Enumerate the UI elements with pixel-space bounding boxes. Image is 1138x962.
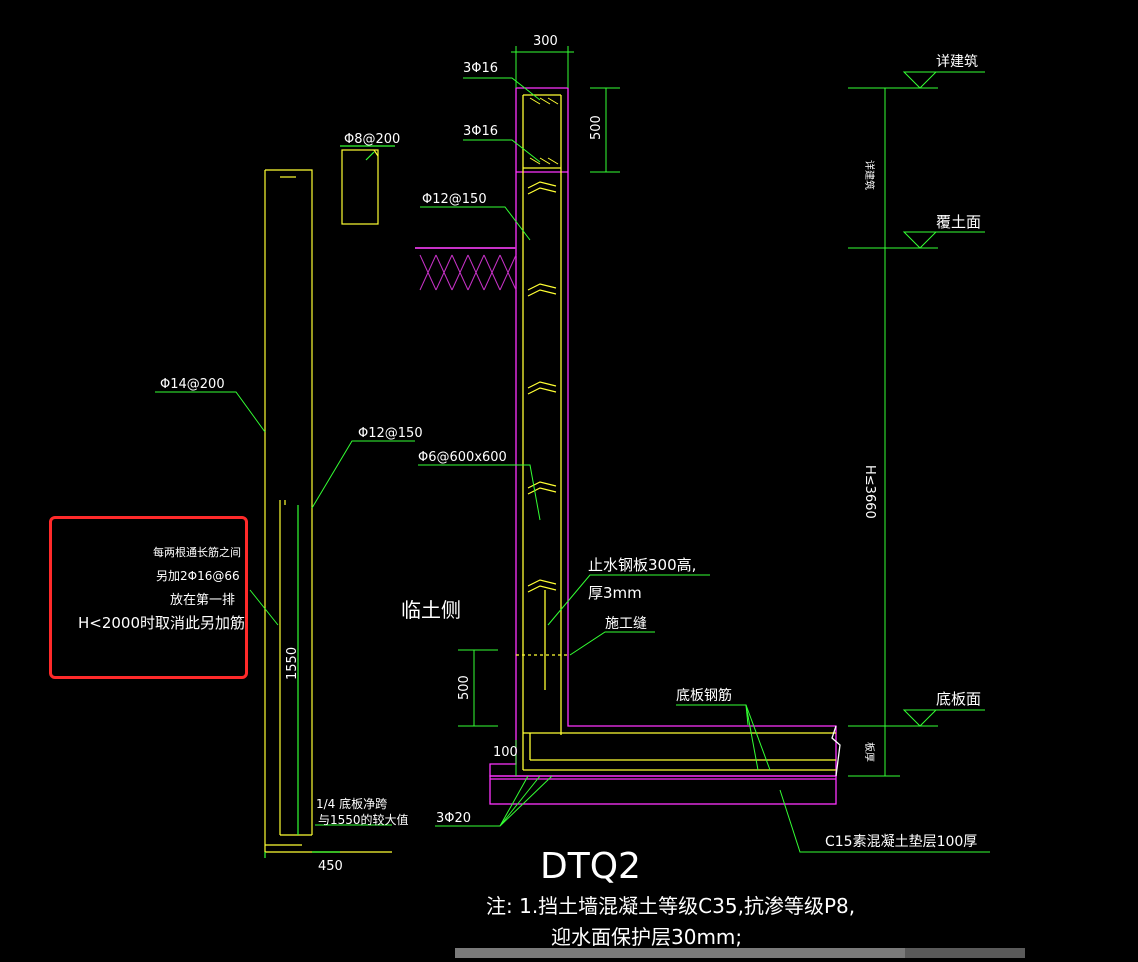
dim-450-label: 450 [318, 859, 343, 874]
note-quarter-2: 与1550的较大值 [318, 812, 409, 827]
note-line-4: H<2000时取消此另加筋 [78, 614, 245, 632]
bottom-scrollbar[interactable] [455, 948, 905, 958]
c15-cushion-layer [489, 775, 837, 805]
bar-3phi16-top-label: 3Φ16 [463, 61, 498, 76]
stirrup-detail [340, 145, 395, 225]
main-dimensions [458, 46, 938, 777]
soil-side-label: 临土侧 [401, 598, 461, 622]
note-line-1: 每两根通长筋之间 [153, 545, 241, 559]
rebar-detail-group [264, 169, 392, 858]
note-quarter-1: 1/4 底板净跨 [316, 796, 387, 811]
elev-slab-label: 底板面 [936, 690, 981, 708]
waterstop-label-2: 厚3mm [588, 584, 642, 602]
note-line-3: 放在第一排 [170, 593, 235, 608]
dim-100-label: 100 [493, 745, 518, 760]
elev-arch-vertical-label: 详建筑 [863, 160, 876, 190]
drawing-title: DTQ2 [540, 846, 641, 887]
elev-slab-vertical-label: 板厚 [863, 742, 876, 762]
dim-1550-label: 1550 [285, 647, 300, 680]
phi8-200-label: Φ8@200 [344, 132, 400, 147]
cushion-label: C15素混凝土垫层100厚 [825, 834, 977, 850]
construction-joint-label: 施工缝 [605, 616, 647, 632]
note-line-2: 另加2Φ16@66 [156, 569, 240, 583]
elev-arch-label: 详建筑 [936, 54, 978, 70]
bar-3phi20-label: 3Φ20 [436, 811, 471, 826]
elev-h-label: H≤3660 [862, 465, 877, 519]
left-leaders [155, 391, 415, 826]
main-leaders [418, 77, 990, 853]
wall-concrete-outline [489, 87, 837, 777]
elevation-markers [902, 71, 985, 727]
top-rebar-marks [529, 97, 559, 165]
rebar-detail-top-hook [265, 169, 313, 178]
wall-section [489, 87, 841, 805]
soil-hatch [415, 247, 517, 291]
phi14-200-label: Φ14@200 [160, 377, 225, 392]
phi6-600x600-label: Φ6@600x600 [418, 450, 507, 465]
dim-500-bottom-label: 500 [457, 675, 472, 700]
dim-300-label: 300 [533, 34, 558, 49]
annotation-text: 300 3Φ16 3Φ16 500 Φ8@200 Φ12@150 Φ14@200… [78, 34, 981, 949]
bottom-scrollbar-right[interactable] [905, 948, 1025, 958]
bottom-rebar-label: 底板钢筋 [676, 687, 732, 704]
waterstop-label-1: 止水钢板300高, [588, 556, 696, 574]
wall-ties [527, 181, 557, 593]
phi12-150-wall-label: Φ12@150 [422, 192, 487, 207]
spec-note-2: 迎水面保护层30mm; [551, 925, 742, 949]
spec-note-1: 注: 1.挡土墙混凝土等级C35,抗渗等级P8, [486, 894, 855, 918]
phi12-150-detail-label: Φ12@150 [358, 426, 423, 441]
highlight-box [49, 516, 248, 679]
bar-3phi16-mid-label: 3Φ16 [463, 124, 498, 139]
elev-cover-label: 覆土面 [936, 213, 981, 231]
dim-500-top-label: 500 [589, 115, 604, 140]
